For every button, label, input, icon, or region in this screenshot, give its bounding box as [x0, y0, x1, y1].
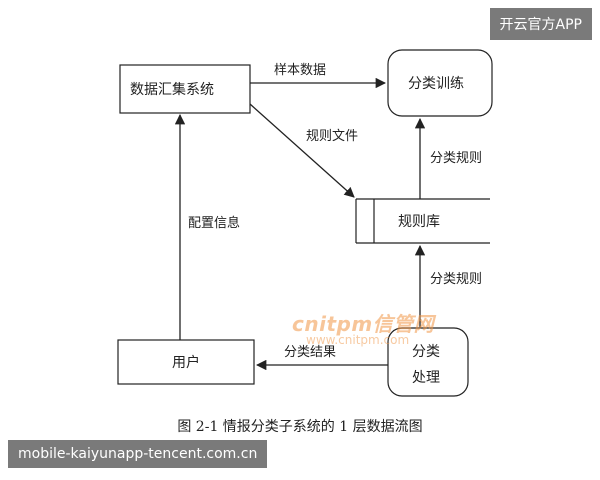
node-train-box	[387, 49, 493, 117]
node-collect-label: 数据汇集系统	[130, 81, 214, 98]
edge-rule-file-label: 规则文件	[306, 129, 358, 144]
edge-rules-to-train-label: 分类规则	[430, 151, 482, 166]
edge-rules-to-process-label: 分类规则	[430, 272, 482, 287]
node-process-box	[387, 327, 469, 397]
node-user-box	[117, 339, 255, 385]
edge-rule-file-arrow	[249, 103, 355, 198]
node-process-label-line1: 分类	[412, 344, 440, 360]
node-rulebase-label: 规则库	[398, 214, 440, 230]
node-rulebase-store	[355, 198, 490, 244]
edge-sample-data-label: 样本数据	[274, 63, 326, 78]
node-user-label: 用户	[172, 354, 200, 371]
edge-config-info-label: 配置信息	[188, 215, 240, 231]
watermark: cnitpm信管网 www.cnitpm.com	[292, 308, 434, 347]
edge-result-label: 分类结果	[284, 345, 336, 360]
url-badge[interactable]: mobile-kaiyunapp-tencent.com.cn	[8, 440, 268, 468]
node-process-label-line2: 处理	[412, 370, 440, 386]
watermark-url: www.cnitpm.com	[306, 333, 410, 347]
node-collect-box	[119, 64, 251, 114]
figure-caption: 图 2-1 情报分类子系统的 1 层数据流图	[177, 419, 423, 435]
app-badge[interactable]: 开云官方APP	[489, 8, 592, 40]
node-train-label: 分类训练	[408, 76, 464, 92]
watermark-main: cnitpm信管网	[292, 312, 435, 336]
